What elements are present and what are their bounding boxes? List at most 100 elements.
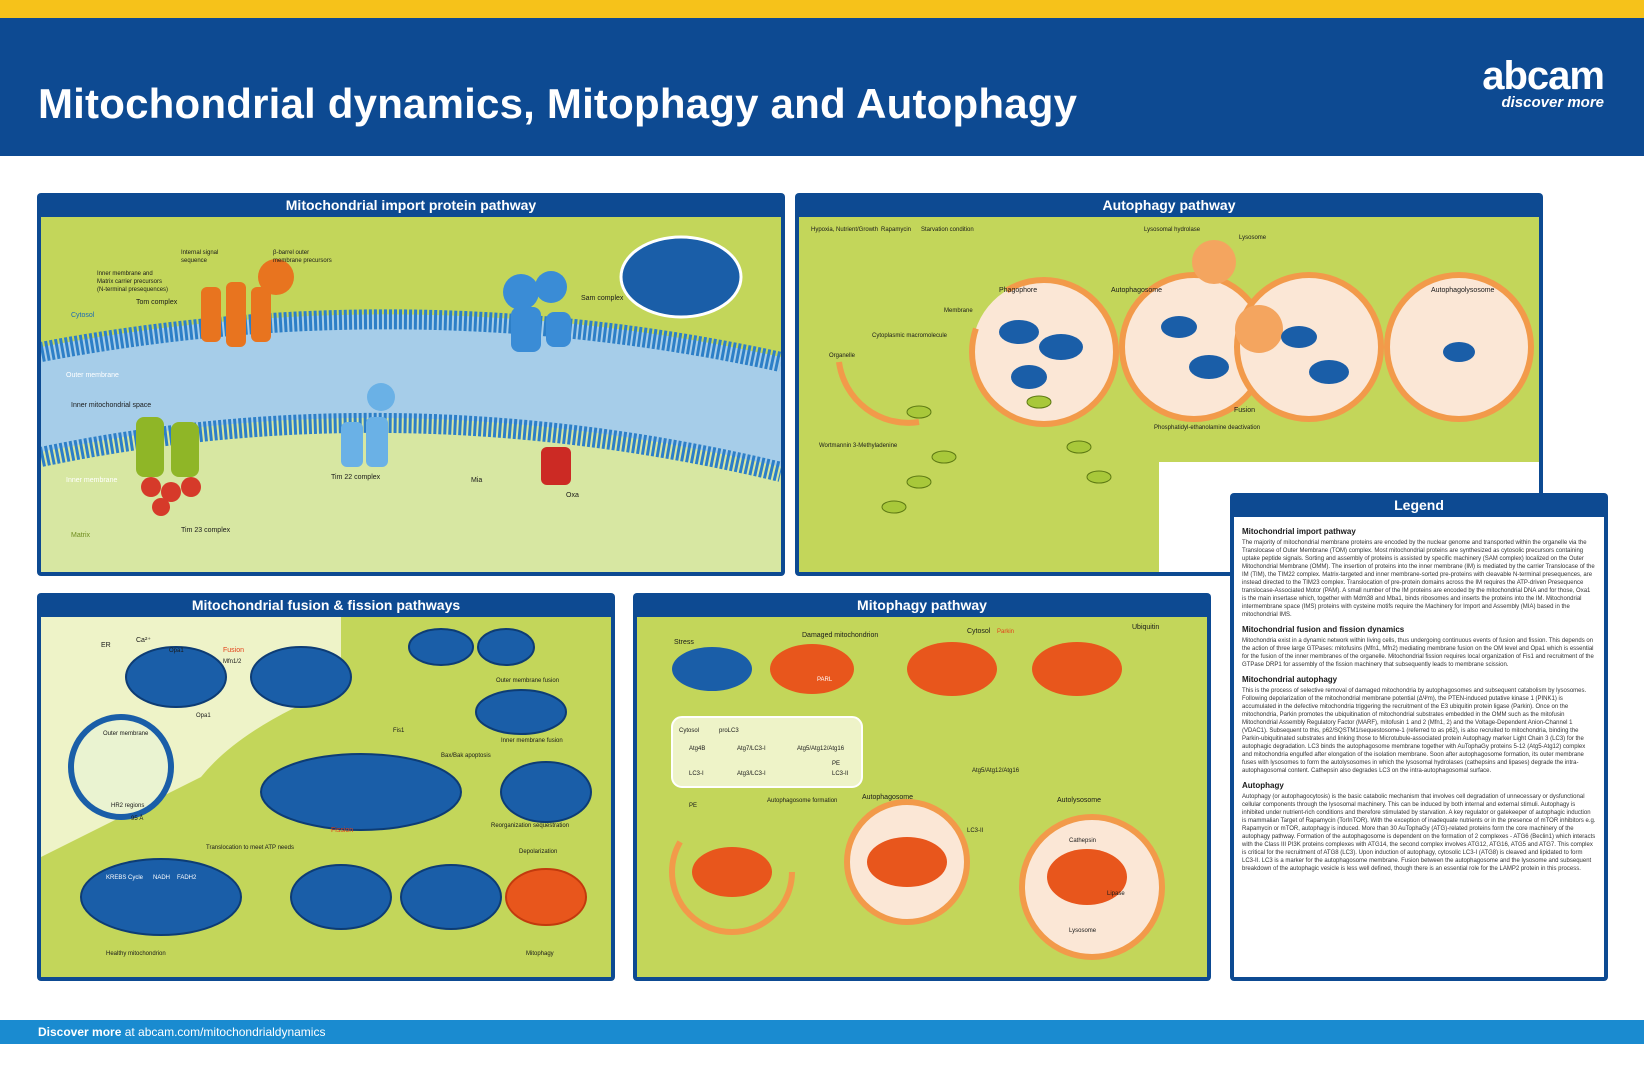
svg-text:Atg4B: Atg4B (689, 746, 705, 752)
svg-text:Atg5/Atg12/Atg16: Atg5/Atg12/Atg16 (797, 746, 845, 752)
autophagy-diagram: Hypoxia, Nutrient/Growth Rapamycin Starv… (799, 217, 1539, 572)
svg-text:Stress: Stress (674, 639, 694, 646)
panel-fusion-fission: Mitochondrial fusion & fission pathways … (37, 593, 615, 981)
svg-text:Opa1: Opa1 (169, 648, 184, 654)
svg-text:Inner membrane fusion: Inner membrane fusion (501, 738, 563, 744)
svg-text:Matrix carrier precursors: Matrix carrier precursors (97, 279, 162, 285)
abcam-logo[interactable]: abcam discover more (1482, 54, 1605, 111)
legend-text: The majority of mitochondrial membrane p… (1242, 540, 1595, 618)
legend-heading: Mitochondrial import pathway (1242, 527, 1356, 536)
svg-text:Outer membrane fusion: Outer membrane fusion (496, 678, 559, 684)
svg-text:LC3-II: LC3-II (967, 828, 984, 834)
svg-text:Inner membrane and: Inner membrane and (97, 271, 153, 277)
mitophagy-illustration: Stress Damaged mitochondrion PARL Cytoso… (637, 617, 1207, 977)
svg-text:Tim 23 complex: Tim 23 complex (181, 527, 231, 534)
svg-text:Fis1: Fis1 (393, 728, 405, 734)
svg-text:proLC3: proLC3 (719, 728, 739, 734)
svg-text:PE: PE (689, 803, 697, 809)
footer-url[interactable]: at abcam.com/mitochondrialdynamics (124, 1025, 326, 1039)
panel-autophagy-pathway: Autophagy pathway Hypoxia, Nutrient/Grow… (795, 193, 1543, 576)
svg-text:KREBS Cycle: KREBS Cycle (106, 875, 144, 881)
legend-heading: Mitochondrial autophagy (1242, 675, 1338, 684)
svg-text:Rapamycin: Rapamycin (881, 227, 911, 233)
svg-text:Outer membrane: Outer membrane (66, 372, 119, 379)
legend-heading: Mitochondrial fusion and fission dynamic… (1242, 625, 1405, 634)
legend-body: Mitochondrial import pathway The majorit… (1234, 517, 1604, 977)
logo-name: abcam (1482, 54, 1605, 98)
legend-panel: Legend Mitochondrial import pathway The … (1230, 493, 1608, 981)
mitophagy-diagram: Stress Damaged mitochondrion PARL Cytoso… (637, 617, 1207, 977)
svg-text:Sam complex: Sam complex (581, 295, 624, 302)
panel-title: Mitochondrial fusion & fission pathways (191, 597, 461, 613)
svg-text:Autolysosome: Autolysosome (1057, 797, 1101, 804)
svg-text:Cytoplasmic macromolecule: Cytoplasmic macromolecule (872, 333, 948, 339)
autophagy-illustration: Hypoxia, Nutrient/Growth Rapamycin Starv… (799, 217, 1539, 572)
svg-text:NADH: NADH (153, 875, 170, 881)
svg-text:95 Å: 95 Å (131, 815, 143, 822)
svg-text:HR2 regions: HR2 regions (111, 803, 144, 809)
svg-text:Lysosomal hydrolase: Lysosomal hydrolase (1144, 227, 1201, 233)
svg-text:sequence: sequence (181, 258, 208, 264)
svg-text:Matrix: Matrix (71, 532, 91, 539)
svg-text:Autophagosome: Autophagosome (862, 794, 913, 801)
svg-text:PE: PE (832, 761, 840, 767)
svg-text:PARL: PARL (817, 677, 833, 683)
import-diagram: Tom complex Sam complex Cytosol Outer me… (41, 217, 781, 572)
svg-text:Ubiquitin: Ubiquitin (1132, 624, 1159, 631)
svg-text:Fusion: Fusion (223, 647, 244, 654)
panel-title: Mitochondrial import protein pathway (285, 197, 537, 213)
svg-text:Mitophagy: Mitophagy (526, 951, 554, 957)
svg-text:Translocation to meet ATP need: Translocation to meet ATP needs (206, 845, 294, 851)
fusion-illustration: ER Ca²⁺ Opa1 Fusion Mfn1/2 Opa1 Outer me… (41, 617, 611, 977)
svg-text:Lysosome: Lysosome (1069, 928, 1097, 934)
top-accent-bar (0, 0, 1644, 18)
page-header: Mitochondrial dynamics, Mitophagy and Au… (0, 18, 1644, 156)
svg-text:Parkin: Parkin (997, 629, 1014, 635)
svg-text:Tim 22 complex: Tim 22 complex (331, 474, 381, 481)
svg-text:Atg3/LC3-I: Atg3/LC3-I (737, 771, 766, 777)
svg-text:Phosphatidyl-ethanolamine deac: Phosphatidyl-ethanolamine deactivation (1154, 425, 1260, 431)
svg-text:Bax/Bak apoptosis: Bax/Bak apoptosis (441, 753, 491, 759)
svg-text:Membrane: Membrane (944, 308, 973, 314)
footer-link[interactable]: Discover more at abcam.com/mitochondrial… (38, 1025, 325, 1039)
svg-text:Opa1: Opa1 (196, 713, 211, 719)
svg-text:LC3-II: LC3-II (832, 771, 849, 777)
svg-text:Fission: Fission (331, 827, 353, 834)
svg-text:Lysosome: Lysosome (1239, 235, 1267, 241)
svg-text:Inner membrane: Inner membrane (66, 477, 117, 484)
legend-text: Autophagy (or autophagocytosis) is the b… (1242, 794, 1596, 872)
svg-text:Damaged mitochondrion: Damaged mitochondrion (802, 632, 878, 639)
svg-text:FADH2: FADH2 (177, 875, 197, 881)
svg-text:Fusion: Fusion (1234, 407, 1255, 414)
svg-text:Depolarization: Depolarization (519, 849, 557, 855)
svg-text:Hypoxia, Nutrient/Growth: Hypoxia, Nutrient/Growth (811, 227, 878, 233)
fusion-diagram: ER Ca²⁺ Opa1 Fusion Mfn1/2 Opa1 Outer me… (41, 617, 611, 977)
svg-text:Ca²⁺: Ca²⁺ (136, 637, 151, 644)
svg-text:Healthy mitochondrion: Healthy mitochondrion (106, 951, 166, 957)
svg-text:Autophagolysosome: Autophagolysosome (1431, 287, 1495, 294)
svg-text:Organelle: Organelle (829, 353, 856, 359)
logo-tagline: discover more (1501, 94, 1604, 111)
svg-text:Internal signal: Internal signal (181, 250, 218, 256)
svg-text:β-barrel outer: β-barrel outer (273, 250, 309, 256)
svg-text:Mfn1/2: Mfn1/2 (223, 659, 242, 665)
import-illustration: Tom complex Sam complex Cytosol Outer me… (41, 217, 781, 572)
svg-text:Wortmannin 3-Methyladenine: Wortmannin 3-Methyladenine (819, 443, 898, 449)
svg-text:ER: ER (101, 642, 111, 649)
svg-text:Inner mitochondrial space: Inner mitochondrial space (71, 402, 151, 409)
legend-heading: Autophagy (1242, 781, 1284, 790)
footer-prefix: Discover more (38, 1025, 122, 1039)
svg-text:Atg5/Atg12/Atg16: Atg5/Atg12/Atg16 (972, 768, 1020, 774)
panel-mitophagy-pathway: Mitophagy pathway Stress Damaged mitocho… (633, 593, 1211, 981)
panel-title: Autophagy pathway (1102, 197, 1236, 213)
svg-text:Mia: Mia (471, 477, 482, 484)
legend-title: Legend (1394, 497, 1444, 513)
page-footer: Discover more at abcam.com/mitochondrial… (0, 1020, 1644, 1044)
svg-text:Cathepsin: Cathepsin (1069, 838, 1096, 844)
svg-text:Atg7/LC3-I: Atg7/LC3-I (737, 746, 766, 752)
svg-text:Lipase: Lipase (1107, 891, 1125, 897)
svg-text:membrane precursors: membrane precursors (273, 258, 332, 264)
svg-text:Cytosol: Cytosol (71, 312, 95, 319)
svg-text:Tom complex: Tom complex (136, 299, 178, 306)
svg-text:Cytosol: Cytosol (967, 628, 991, 635)
